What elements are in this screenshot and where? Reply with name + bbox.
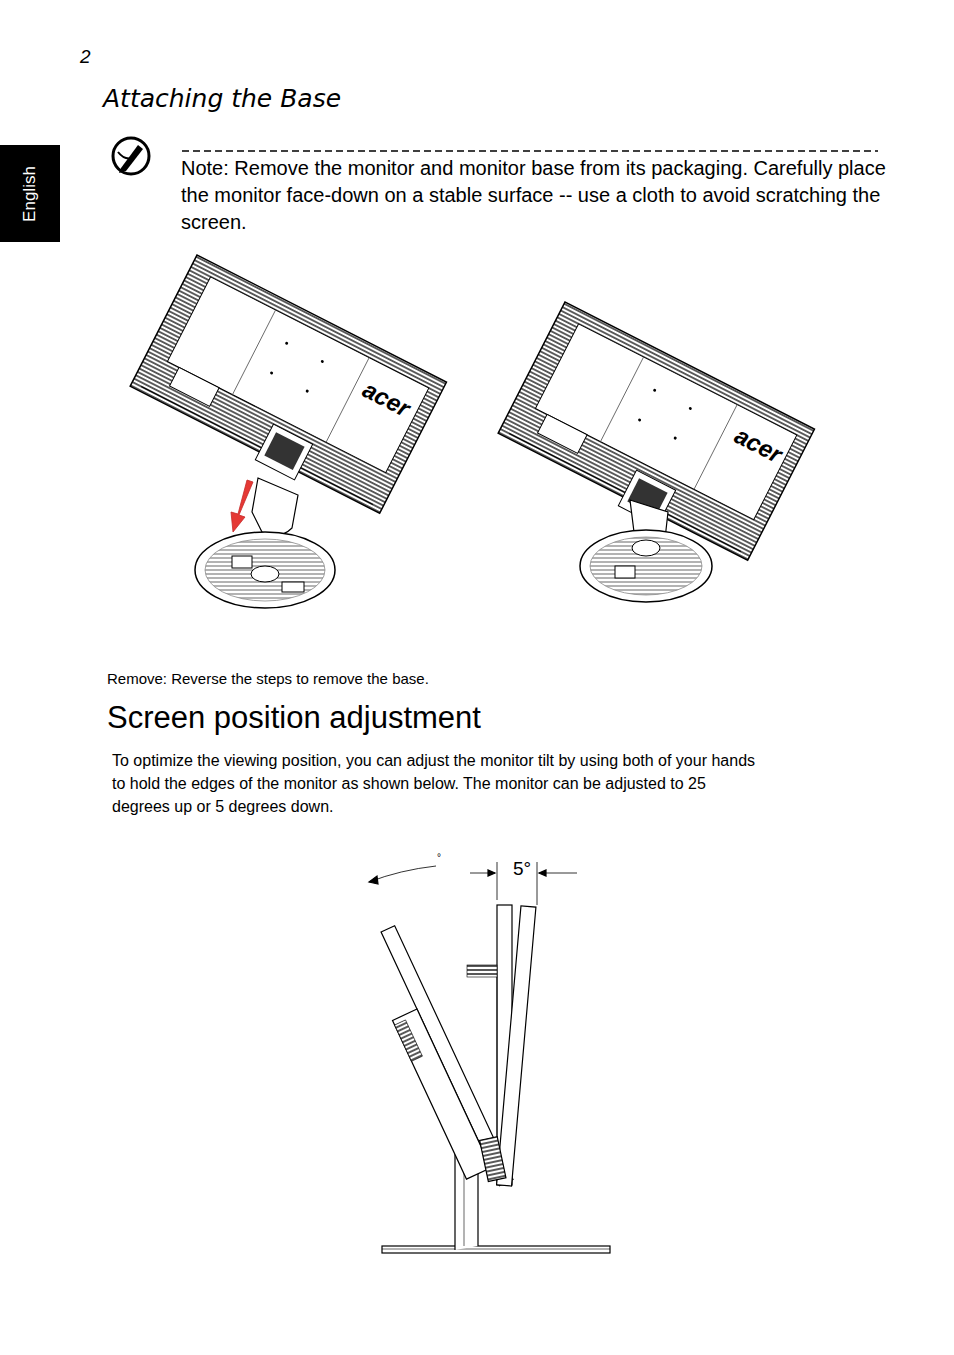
monitor-back-left	[130, 255, 446, 608]
body-text: To optimize the viewing position, you ca…	[112, 749, 762, 818]
tab-label: English	[20, 166, 40, 222]
section-heading: Screen position adjustment	[107, 700, 481, 736]
angle-label: 5°	[513, 858, 531, 880]
remove-note: Remove: Reverse the steps to remove the …	[107, 670, 429, 687]
monitor-back-right	[498, 302, 814, 602]
section-heading: Attaching the Base	[103, 84, 341, 113]
angle-label: °	[437, 852, 441, 863]
page-number: 2	[80, 46, 91, 68]
dashed-rule	[182, 150, 878, 152]
note-text: Note: Remove the monitor and monitor bas…	[181, 155, 886, 236]
language-tab: English	[0, 145, 60, 242]
tilt-side-view	[357, 862, 610, 1253]
note-icon	[113, 138, 149, 174]
